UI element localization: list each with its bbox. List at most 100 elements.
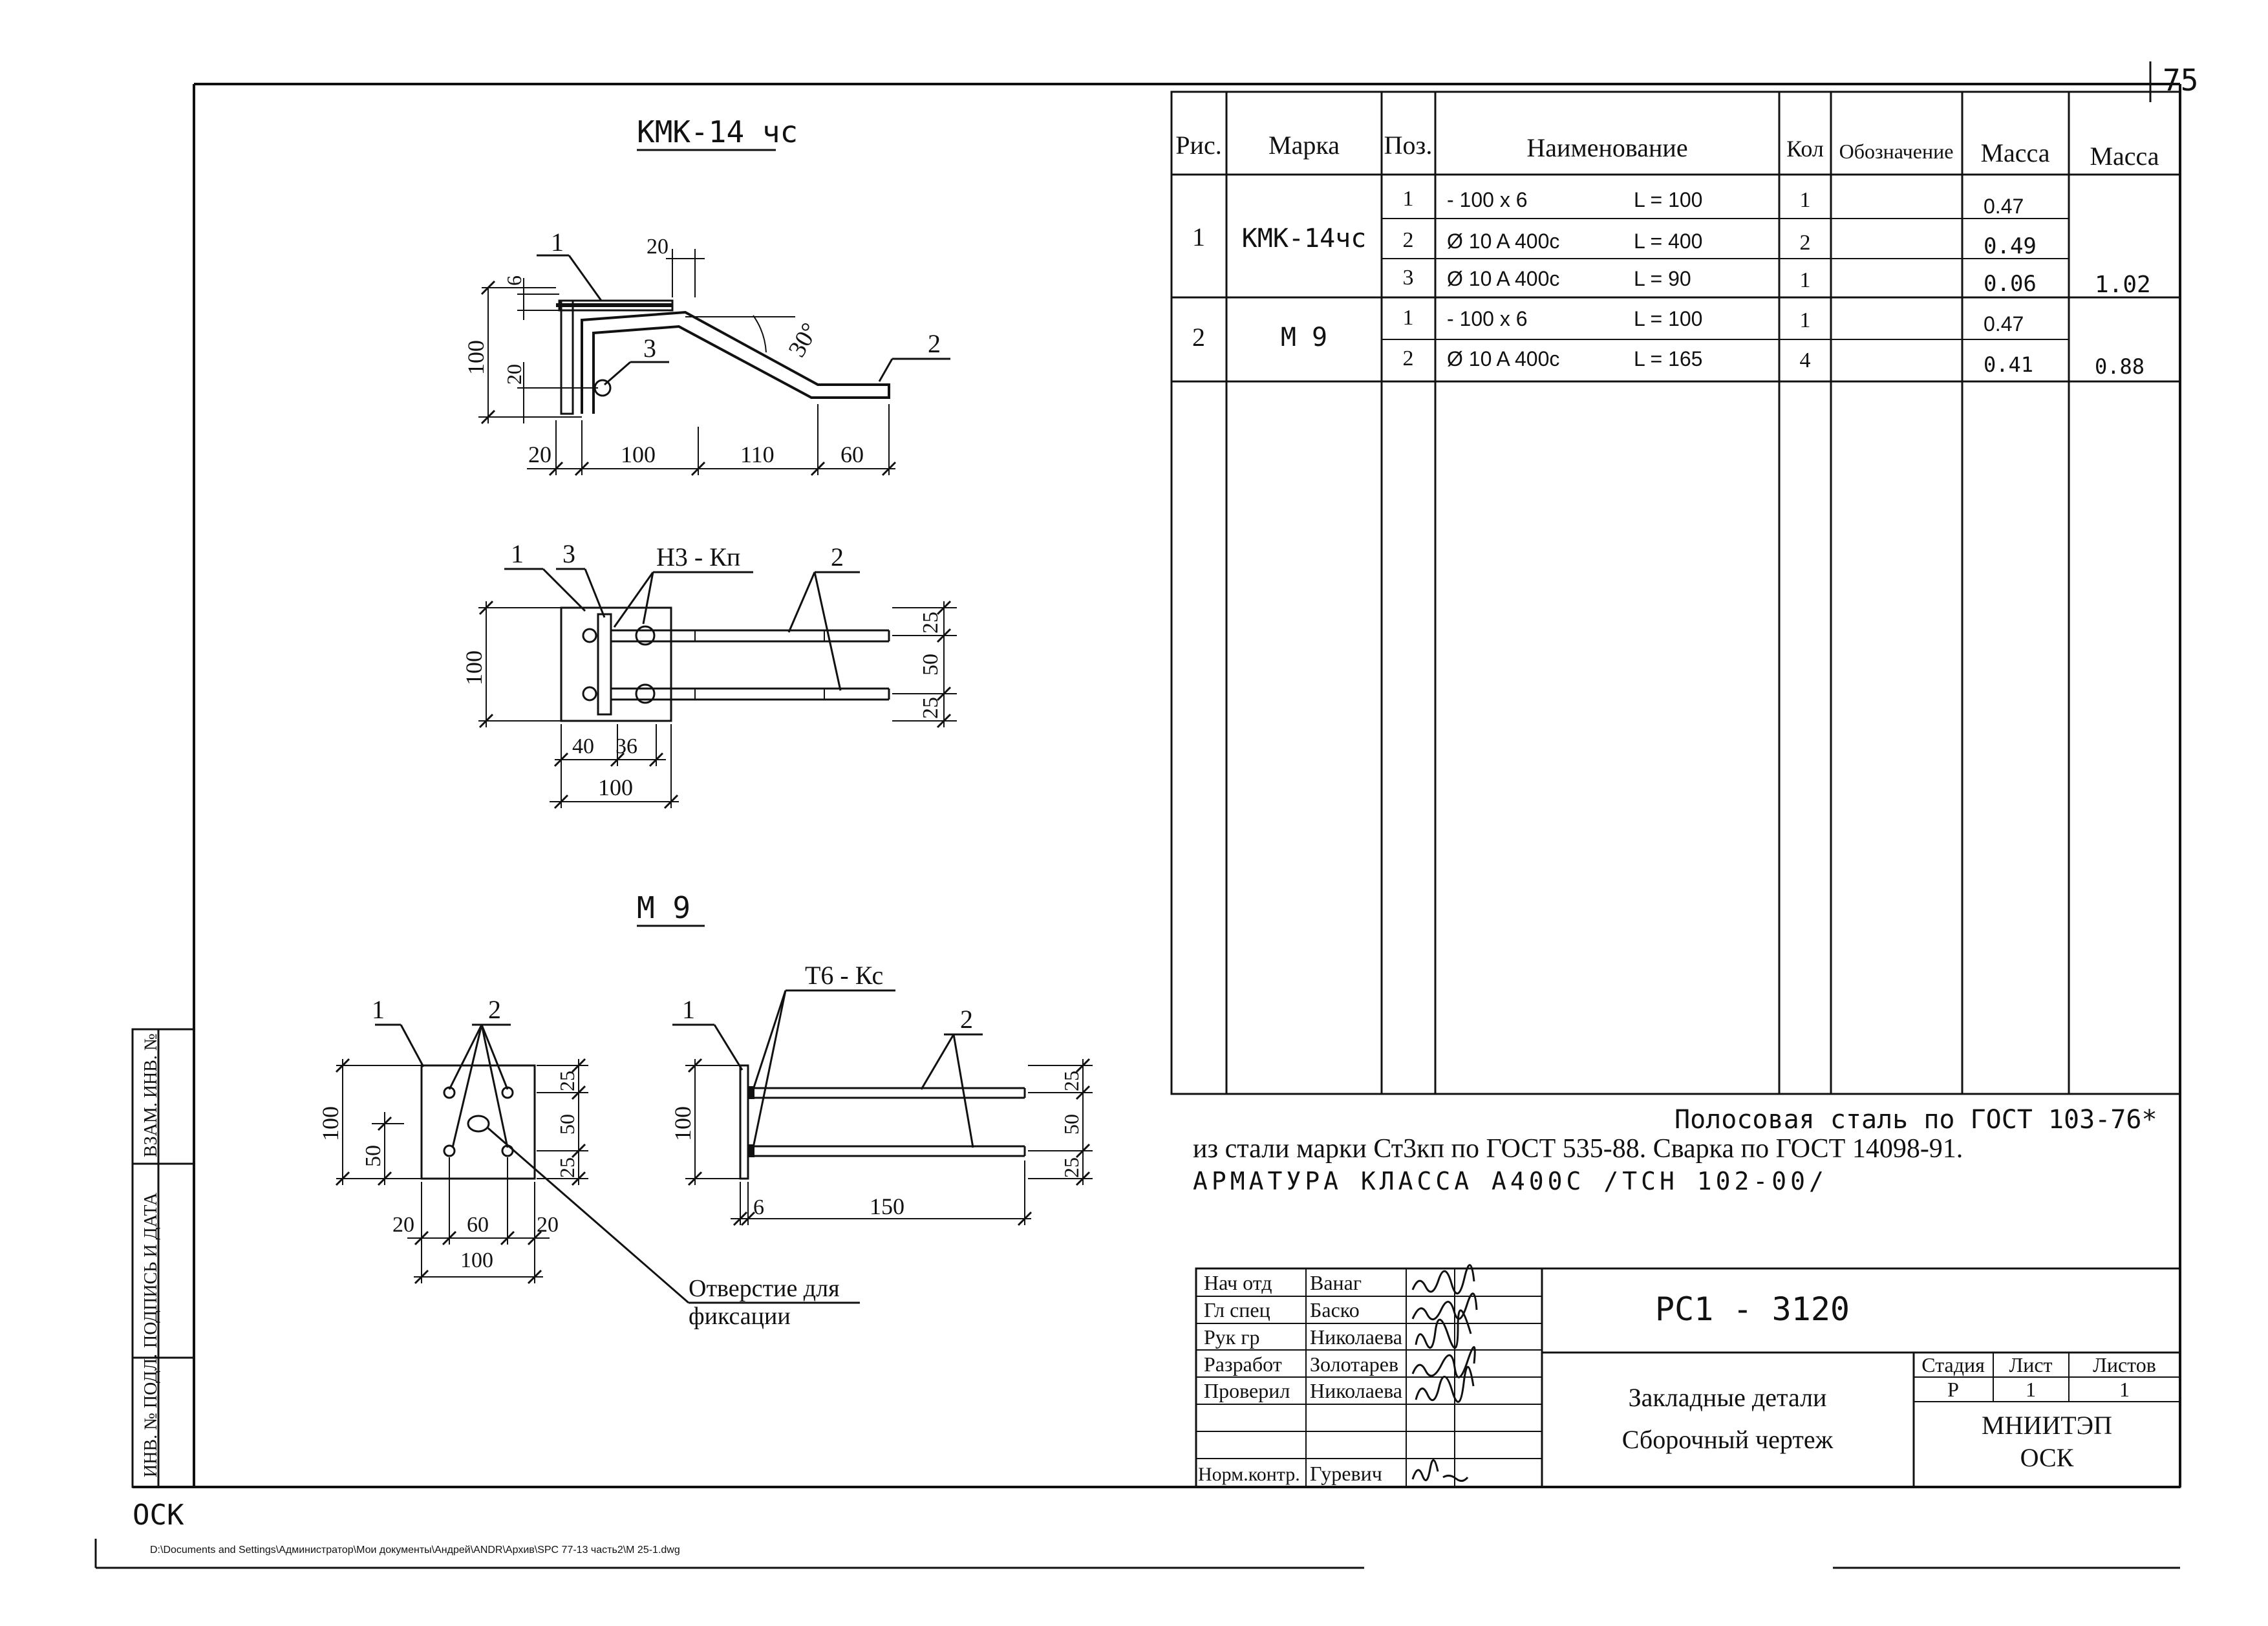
spec-g1-r3-len: L = 90 — [1634, 267, 1691, 290]
tb-role-3: Рук гр — [1204, 1325, 1259, 1349]
m9-side-view — [739, 1064, 1026, 1180]
m9-side-leaders — [672, 989, 983, 1148]
callout-kmk-plan-1: 1 — [511, 539, 524, 568]
callout-kmk-2: 2 — [928, 329, 941, 358]
spec-g1-r1-mass: 0.47 — [1984, 195, 2024, 218]
org-line2: ОСК — [2020, 1443, 2074, 1472]
note-line1: Полосовая сталь по ГОСТ 103-76* — [1674, 1105, 2157, 1135]
dim-kmk-plan-25a: 25 — [919, 612, 943, 634]
spec-g1-mark: КМК-14чс — [1242, 224, 1367, 253]
stamp-podpis-data: ПОДПИСЬ И ДАТА — [141, 1192, 161, 1348]
spec-g1-r2-qty: 2 — [1800, 231, 1811, 255]
th-mass-total: Масса — [2090, 142, 2159, 171]
dim-kmk-angle: 30° — [783, 318, 824, 361]
dim-m9-20b: 20 — [537, 1213, 559, 1237]
dim-kmk-plan-40: 40 — [572, 734, 594, 758]
spec-g1-r3-qty: 1 — [1800, 268, 1811, 292]
dim-kmk-plan-100h: 100 — [598, 775, 633, 800]
note-line3: АРМАТУРА КЛАССА А400С /ТСН 102-00/ — [1193, 1167, 1828, 1195]
sheet-frame — [133, 61, 2181, 1488]
spec-g1-r2-pos: 2 — [1403, 228, 1414, 252]
th-name: Наименование — [1526, 133, 1687, 162]
spec-g2-r1-qty: 1 — [1800, 308, 1811, 332]
kmk-side-dims — [478, 249, 897, 476]
spec-g2-mark: М 9 — [1281, 323, 1327, 352]
doc-title-line2: Сборочный чертеж — [1622, 1425, 1834, 1454]
spec-g2-r2-qty: 4 — [1800, 348, 1811, 372]
tb-role-1: Нач отд — [1204, 1271, 1272, 1294]
spec-g2-r1-mass: 0.47 — [1984, 312, 2024, 336]
dim-kmk-100: 100 — [621, 442, 656, 467]
spec-g1-r1-pos: 1 — [1403, 187, 1414, 211]
dim-kmk-20: 20 — [528, 442, 551, 467]
th-designation: Обозначение — [1839, 140, 1954, 163]
callout-m9-1: 1 — [372, 995, 385, 1024]
tb-name-7: Гуревич — [1310, 1462, 1382, 1485]
dim-kmk-20v: 20 — [502, 364, 526, 385]
dim-kmk-plan-50: 50 — [919, 654, 943, 676]
dim-kmk-plan-100v: 100 — [461, 650, 487, 685]
dim-m9-60: 60 — [467, 1213, 489, 1237]
title-m9: М 9 — [637, 890, 690, 925]
callout-m9-side-2: 2 — [960, 1005, 973, 1034]
kmk-side-view — [556, 299, 890, 415]
dim-kmk-110: 110 — [740, 442, 775, 467]
weld-label-m9: Т6 - Кс — [805, 961, 883, 990]
spec-g1-r1-len: L = 100 — [1634, 188, 1702, 211]
spec-g2-r1-name: - 100 x 6 — [1447, 307, 1528, 330]
dim-m9-side-100v: 100 — [670, 1106, 696, 1141]
callout-kmk-3: 3 — [643, 334, 656, 363]
dim-m9-side-6: 6 — [753, 1195, 764, 1219]
spec-table-grid — [1170, 91, 2181, 1095]
kmk-plan-dims — [478, 600, 957, 809]
dim-m9-side-150: 150 — [870, 1193, 904, 1219]
dim-m9-100v: 100 — [317, 1106, 343, 1141]
dim-m9-50r: 50 — [555, 1114, 579, 1135]
spec-g1-r3-mass: 0.06 — [1984, 271, 2037, 297]
m9-side-dims — [685, 1058, 1093, 1226]
doc-title-line1: Закладные детали — [1629, 1383, 1827, 1412]
spec-g2-r2-pos: 2 — [1403, 347, 1414, 370]
title-block-grid — [1195, 1267, 2181, 1488]
th-pos: Поз. — [1384, 131, 1433, 160]
dim-m9-25b: 25 — [555, 1157, 579, 1178]
callout-kmk-plan-2: 2 — [831, 542, 844, 572]
tb-role-5: Проверил — [1204, 1379, 1290, 1402]
th-qty: Кол — [1786, 136, 1824, 162]
hole-label-line1: Отверстие для — [689, 1275, 840, 1302]
dim-m9-side-25a: 25 — [1060, 1071, 1083, 1091]
spec-g2-r1-pos: 1 — [1403, 306, 1414, 330]
tb-role-7: Норм.контр. — [1198, 1464, 1300, 1485]
callout-m9-side-1: 1 — [682, 995, 695, 1024]
dim-m9-20a: 20 — [392, 1213, 414, 1237]
th-mass: Масса — [1980, 138, 2049, 167]
tb-role-4: Разработ — [1204, 1353, 1282, 1376]
dim-m9-25a: 25 — [555, 1071, 579, 1091]
spec-g1-r1-qty: 1 — [1800, 188, 1811, 212]
hole-label-line2: фиксации — [689, 1303, 791, 1330]
weld-label-kmk: Н3 - Кп — [656, 542, 740, 572]
kmk-plan-leaders — [504, 568, 860, 691]
tb-stage-value: Р — [1947, 1378, 1959, 1401]
spec-g2-total: 0.88 — [2095, 354, 2145, 379]
kmk-side-leaders — [537, 254, 950, 386]
tb-role-2: Гл спец — [1204, 1298, 1270, 1321]
th-mark: Марка — [1268, 131, 1340, 160]
spec-g2-r2-len: L = 165 — [1634, 347, 1702, 370]
tb-sheet-value: 1 — [2026, 1378, 2036, 1401]
dim-m9-50v: 50 — [361, 1145, 385, 1167]
th-fig: Рис. — [1175, 131, 1221, 160]
spec-g1-fig: 1 — [1192, 222, 1205, 251]
callout-m9-2: 2 — [488, 995, 501, 1024]
dim-kmk-plan-25b: 25 — [919, 697, 943, 719]
dim-kmk-60: 60 — [840, 442, 864, 467]
dim-kmk-100v: 100 — [463, 340, 489, 375]
dim-kmk-6: 6 — [502, 275, 526, 286]
tb-name-1: Ванаг — [1310, 1271, 1362, 1294]
side-stamp — [131, 1028, 195, 1488]
footer-org-mark: ОСК — [133, 1499, 184, 1532]
spec-g1-r3-name: Ø 10 A 400c — [1447, 267, 1559, 290]
m9-front-leaders — [375, 1023, 860, 1304]
spec-g1-total: 1.02 — [2095, 272, 2151, 298]
tb-name-4: Золотарев — [1310, 1353, 1398, 1376]
